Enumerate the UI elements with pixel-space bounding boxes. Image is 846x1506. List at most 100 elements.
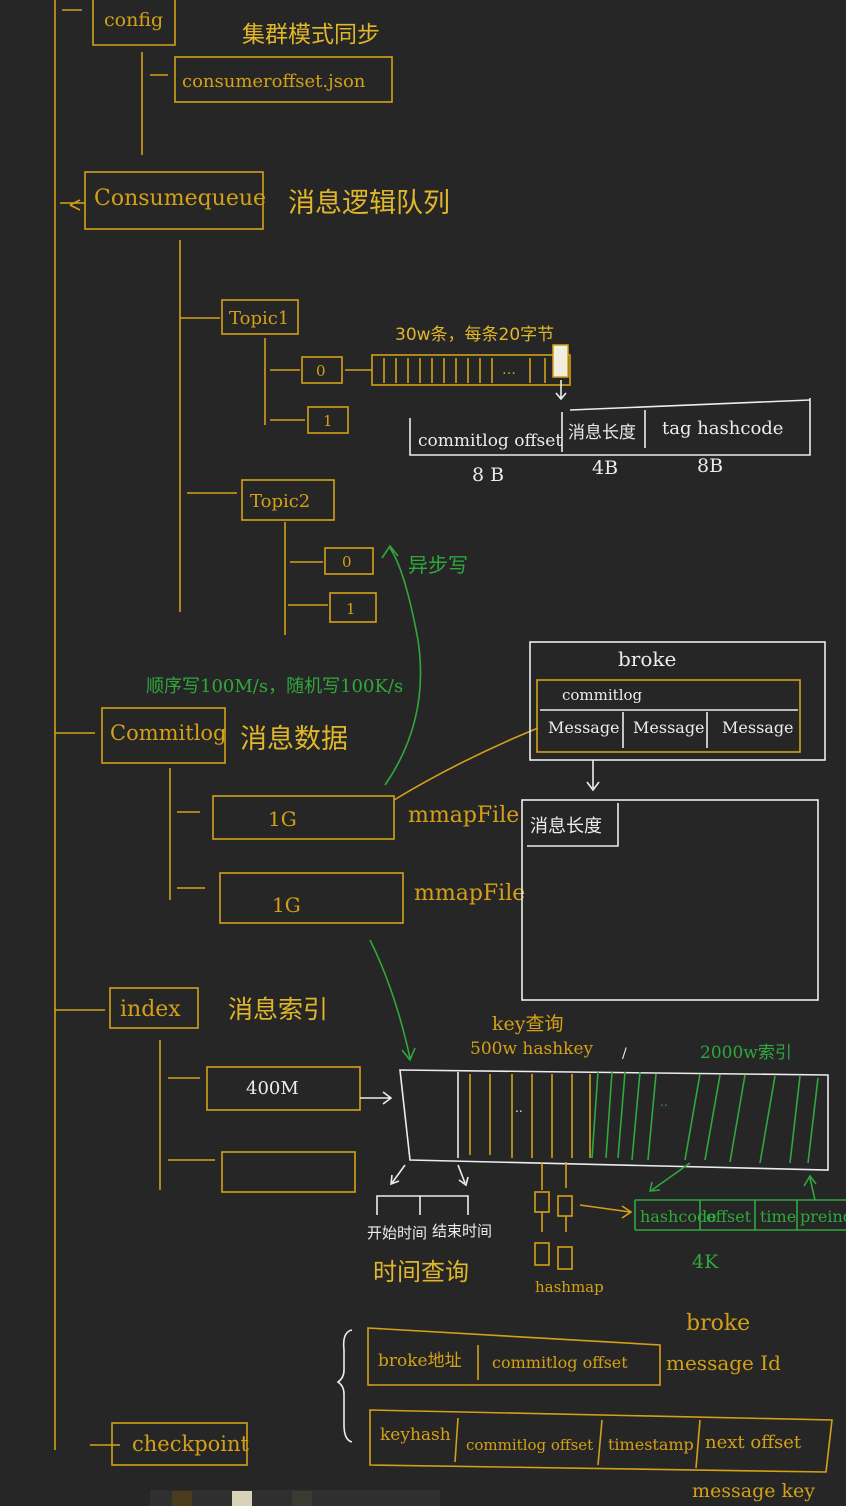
index-hash-slots (469, 1074, 591, 1158)
index-box (109, 987, 199, 1029)
topic1-box (221, 299, 299, 335)
msg-key-field-keyhash: keyhash (380, 1425, 451, 1445)
commitlog-speed-note: 顺序写100M/s，随机写100K/s (146, 676, 403, 697)
broker-message-3: Message (722, 718, 794, 737)
checkpoint-label: checkpoint (132, 1432, 250, 1456)
header-end-time: 结束时间 (432, 1222, 492, 1240)
topic1-queue-0-label: 0 (316, 362, 326, 380)
msg-id-label: message Id (666, 1351, 781, 1375)
broker-commitlog-box (536, 679, 801, 753)
topic1-label: Topic1 (229, 308, 289, 329)
queue-strip-dots: … (502, 362, 516, 378)
consumeroffset-file-label: consumeroffset.json (182, 71, 366, 92)
topic1-queue-0 (301, 356, 343, 384)
async-write-arrow (384, 547, 422, 786)
message-detail-box (521, 799, 819, 1001)
msg-key-field-timestamp: timestamp (608, 1435, 694, 1454)
index-entry-preindex: preindex (800, 1207, 846, 1226)
consumequeue-box (84, 171, 264, 230)
consumequeue-note: 消息逻辑队列 (288, 188, 450, 219)
mmap-file-2: mmapFile (414, 881, 525, 906)
topic2-queue-0-label: 0 (342, 553, 352, 571)
index-entry-size: 4K (692, 1251, 719, 1273)
entry-field-tag-hashcode: tag hashcode (662, 418, 783, 439)
entry-field-msg-len: 消息长度 (568, 423, 636, 443)
commitlog-to-index-arrow (369, 939, 411, 1059)
config-note: 集群模式同步 (242, 22, 380, 48)
commitlog-file-1 (212, 795, 395, 840)
broker-commitlog-label: commitlog (562, 686, 643, 704)
msg-key-field-next-offset: next offset (705, 1432, 802, 1453)
msg-key-field-commitlog-offset: commitlog offset (466, 1436, 593, 1454)
async-write-note: 异步写 (408, 553, 468, 577)
entry-size-tag-hashcode: 8B (697, 455, 723, 477)
key-query-label: key查询 (492, 1013, 564, 1035)
index-section: index 消息索引 400M key查询 500w hashkey / 200… (109, 939, 846, 1296)
message-detail-length: 消息长度 (530, 816, 602, 837)
index-entry-hashcode: hashcode (640, 1207, 717, 1226)
config-box (92, 0, 176, 46)
topic2-queue-0 (324, 547, 374, 575)
topic1-queue-1 (307, 406, 349, 434)
index-entry-offset: offset (706, 1207, 752, 1226)
entry-field-commitlog-offset: commitlog offset (418, 431, 562, 451)
main-tree-lines (54, 0, 120, 1450)
hash-slots-label: 500w hashkey (470, 1039, 594, 1059)
commitlog-to-broker-line (393, 727, 539, 801)
msg-id-field-broker-addr: broke地址 (378, 1351, 462, 1371)
topic2-queue-1 (329, 592, 377, 623)
mmap-file-1: mmapFile (408, 803, 519, 828)
msg-key-box (369, 1409, 833, 1473)
bottom-strip (150, 1490, 440, 1506)
index-file-2 (221, 1151, 356, 1193)
hash-slots-dots: .. (515, 1101, 523, 1115)
broker-message-1: Message (548, 718, 620, 737)
commitlog-file-2-label: 1G (272, 893, 301, 917)
checkpoint-section: checkpoint broke broke地址 commitlog offse… (111, 1311, 833, 1502)
index-entry-box (634, 1199, 846, 1231)
index-entry-time: time (760, 1207, 796, 1226)
commitlog-section: 顺序写100M/s，随机写100K/s Commitlog 消息数据 1G 1G… (101, 641, 826, 1001)
msg-id-field-commitlog-offset: commitlog offset (492, 1353, 628, 1372)
hashmap-label: hashmap (535, 1278, 604, 1296)
checkpoint-brace (336, 1329, 353, 1443)
index-count-label: 2000w索引 (700, 1043, 792, 1063)
topic2-label: Topic2 (250, 491, 310, 512)
index-entries-dots: .. (660, 1095, 668, 1109)
commitlog-file-1-label: 1G (268, 807, 297, 831)
queue-strip-slots (383, 358, 546, 383)
time-query-label: 时间查询 (373, 1258, 469, 1286)
checkpoint-box (111, 1422, 248, 1466)
consumeroffset-file-box (174, 56, 393, 103)
config-section: config 集群模式同步 consumeroffset.json (92, 0, 393, 155)
config-label: config (104, 9, 163, 31)
queue-entry-note: 30w条，每条20字节 (395, 325, 554, 345)
index-header-box (376, 1195, 469, 1215)
index-tick: / (622, 1046, 627, 1062)
index-note: 消息索引 (228, 995, 328, 1024)
index-label: index (120, 997, 181, 1022)
commitlog-box (101, 707, 226, 764)
index-file-1-label: 400M (246, 1078, 299, 1099)
queue-entry-structure (409, 398, 811, 456)
index-file-1 (206, 1066, 361, 1111)
topic2-queue-1-label: 1 (346, 600, 356, 618)
header-start-time: 开始时间 (367, 1224, 427, 1242)
commitlog-label: Commitlog (110, 721, 227, 745)
msg-id-box (367, 1327, 661, 1386)
broker-title: broke (618, 647, 676, 671)
index-entries (591, 1071, 819, 1164)
queue-strip (371, 354, 571, 386)
index-file-structure (399, 1069, 829, 1171)
checkpoint-broker-label: broke (686, 1311, 750, 1336)
topic2-box (241, 479, 335, 521)
consumequeue-label: Consumequeue (94, 186, 266, 211)
entry-size-commitlog-offset: 8 B (472, 464, 504, 486)
entry-size-msg-len: 4B (592, 457, 618, 479)
broker-message-2: Message (633, 718, 705, 737)
topic1-queue-1-label: 1 (323, 412, 333, 430)
commitlog-file-2 (219, 872, 404, 924)
broker-box (529, 641, 826, 761)
commitlog-note: 消息数据 (240, 724, 348, 755)
hashmap-glyphs (534, 1162, 573, 1270)
